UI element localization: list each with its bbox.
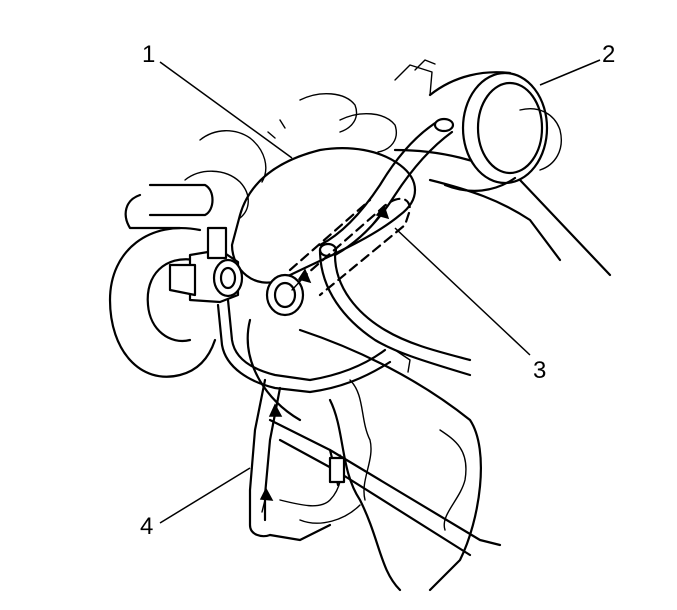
flow-arrow-icon [259,487,274,501]
leader-line-4 [159,467,251,524]
leader-lines [159,59,601,524]
air-cleaner-housing [394,59,562,192]
flow-arrow-icon [375,204,390,220]
leader-line-1 [159,61,293,159]
callout-4: 4 [140,513,153,540]
flow-arrow-icon [268,403,283,417]
flow-arrows [259,204,390,513]
leader-line-2 [539,59,601,86]
drain-tube [216,298,392,542]
cross-member [268,418,502,557]
callout-1: 1 [142,41,155,68]
pcv-connector [168,226,244,304]
callout-3: 3 [533,357,546,384]
vent-tube-lower [318,248,472,377]
flow-arrow-icon [297,268,312,284]
vent-tube-upper [318,117,455,258]
front-hose-loop [108,183,217,378]
leader-line-3 [394,227,531,356]
manifold-body [184,93,416,284]
callout-2: 2 [602,41,615,68]
grommet [265,273,305,317]
